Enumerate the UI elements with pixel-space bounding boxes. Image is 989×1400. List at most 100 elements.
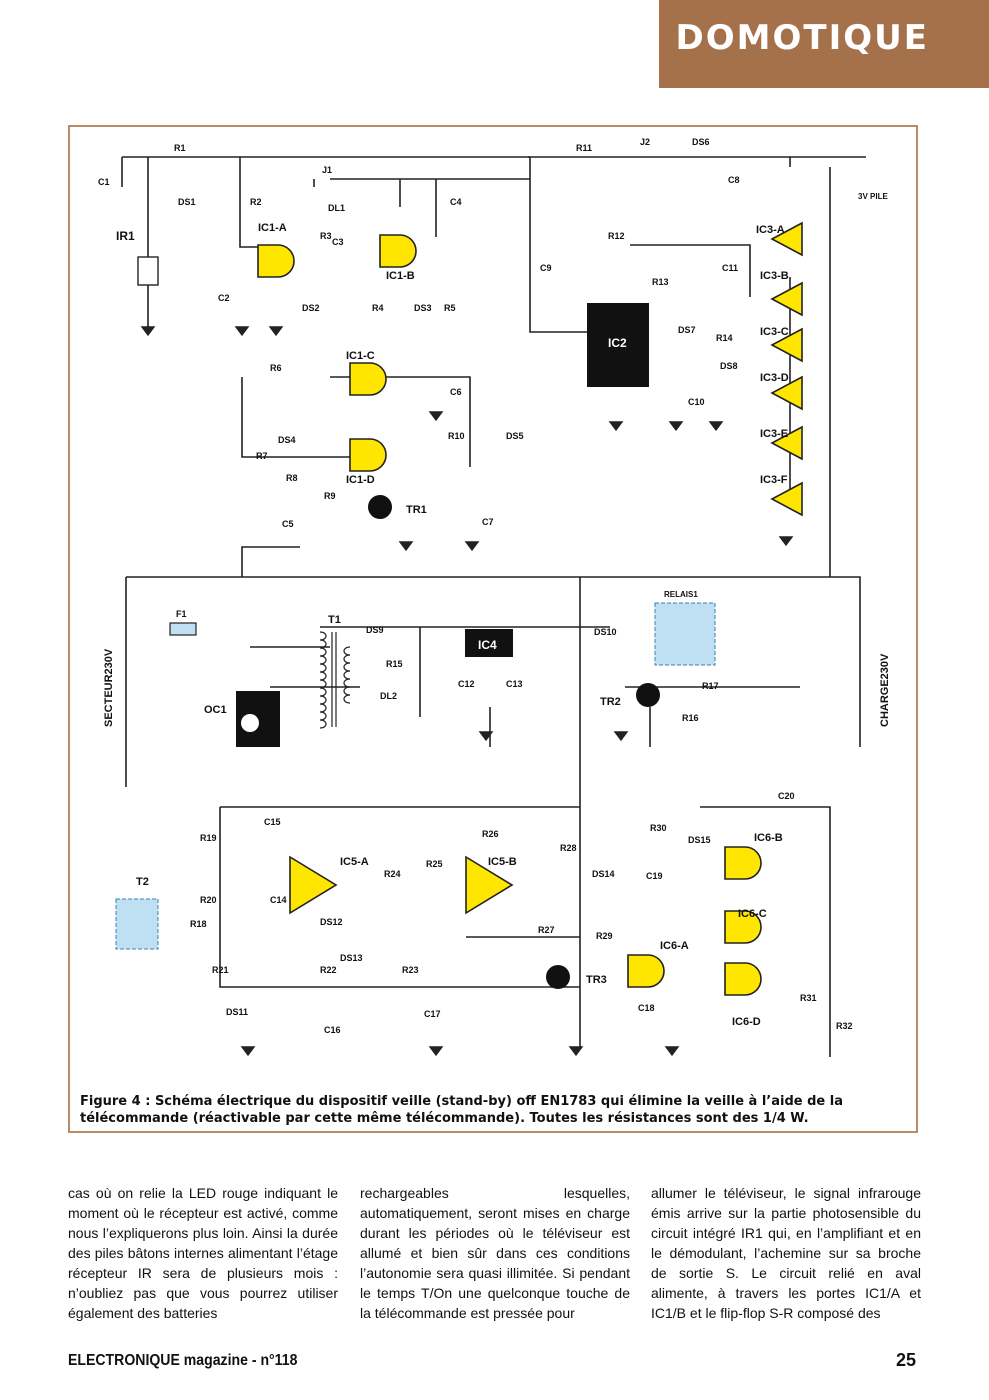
label-ds2: DS2	[302, 303, 320, 313]
label-ic2: IC2	[608, 336, 627, 350]
label-r10: R10	[448, 431, 465, 441]
label-ds11: DS11	[226, 1007, 248, 1017]
label-c6: C6	[450, 387, 462, 397]
label-ic1a: IC1-A	[258, 222, 287, 234]
label-r6: R6	[270, 363, 282, 373]
label-r32: R32	[836, 1021, 853, 1031]
label-c14: C14	[270, 895, 287, 905]
label-r16: R16	[682, 713, 699, 723]
label-c9: C9	[540, 263, 552, 273]
label-ds9: DS9	[366, 625, 384, 635]
label-pile: 3V PILE	[858, 192, 888, 201]
label-c16: C16	[324, 1025, 341, 1035]
label-r3: R3	[320, 231, 332, 241]
label-ds15: DS15	[688, 835, 711, 845]
label-ic3c: IC3-C	[760, 326, 789, 338]
body-column-2: rechargeables lesquelles, automatiquemen…	[360, 1185, 630, 1321]
section-title: DOMOTIQUE	[675, 18, 929, 58]
label-secteur: SECTEUR230V	[103, 648, 115, 727]
label-c11: C11	[722, 263, 738, 273]
label-tr1: TR1	[406, 504, 427, 516]
schematic-diagram: IR1 IC1-A IC1-B IC1-C IC1-D IC2 IC3-A IC…	[98, 137, 891, 1057]
label-r1: R1	[174, 143, 186, 153]
label-j2: J2	[640, 137, 650, 147]
label-ic6d: IC6-D	[732, 1016, 761, 1028]
label-ds6: DS6	[692, 137, 710, 147]
label-r28: R28	[560, 843, 577, 853]
label-r26: R26	[482, 829, 499, 839]
label-r5: R5	[444, 303, 456, 313]
label-r31: R31	[800, 993, 817, 1003]
label-ds12: DS12	[320, 917, 343, 927]
label-j1: J1	[322, 165, 332, 175]
label-ic3b: IC3-B	[760, 270, 789, 282]
label-c3: C3	[332, 237, 344, 247]
label-r29: R29	[596, 931, 613, 941]
label-ic1b: IC1-B	[386, 270, 415, 282]
label-c8: C8	[728, 175, 740, 185]
label-ds3: DS3	[414, 303, 432, 313]
label-charge: CHARGE230V	[879, 653, 891, 727]
label-r4: R4	[372, 303, 384, 313]
label-ic4: IC4	[478, 638, 497, 652]
label-r14: R14	[716, 333, 733, 343]
label-r20: R20	[200, 895, 217, 905]
label-tr3: TR3	[586, 974, 607, 986]
figure-caption: Figure 4 : Schéma électrique du disposit…	[80, 1094, 843, 1126]
label-c13: C13	[506, 679, 523, 689]
label-ic6a: IC6-A	[660, 940, 689, 952]
label-c1: C1	[98, 177, 110, 187]
label-r19: R19	[200, 833, 217, 843]
label-c12: C12	[458, 679, 475, 689]
label-r7: R7	[256, 451, 268, 461]
label-f1: F1	[176, 609, 187, 619]
label-r30: R30	[650, 823, 667, 833]
label-dl1: DL1	[328, 203, 345, 213]
label-t2: T2	[136, 876, 149, 888]
label-r15: R15	[386, 659, 403, 669]
label-r25: R25	[426, 859, 443, 869]
label-ic3d: IC3-D	[760, 372, 789, 384]
label-ir1: IR1	[116, 229, 135, 243]
label-ic3a: IC3-A	[756, 224, 785, 236]
label-t1: T1	[328, 614, 341, 626]
label-ds10: DS10	[594, 627, 617, 637]
label-ds5: DS5	[506, 431, 524, 441]
body-column-1: cas où on relie la LED rouge indiquant l…	[68, 1185, 338, 1321]
label-c4: C4	[450, 197, 462, 207]
label-r2: R2	[250, 197, 262, 207]
label-r8: R8	[286, 473, 298, 483]
label-c15: C15	[264, 817, 281, 827]
label-ds1: DS1	[178, 197, 196, 207]
label-r13: R13	[652, 277, 669, 287]
label-ic1c: IC1-C	[346, 350, 375, 362]
label-ic1d: IC1-D	[346, 474, 375, 486]
body-column-3: allumer le téléviseur, le signal infraro…	[651, 1185, 921, 1321]
label-oc1: OC1	[204, 704, 227, 716]
label-r27: R27	[538, 925, 555, 935]
label-c19: C19	[646, 871, 663, 881]
label-ic6b: IC6-B	[754, 832, 783, 844]
label-ds4: DS4	[278, 435, 296, 445]
label-ic3f: IC3-F	[760, 474, 788, 486]
label-r22: R22	[320, 965, 337, 975]
footer-magazine: ELECTRONIQUE magazine - n°118	[68, 1352, 298, 1369]
label-ds14: DS14	[592, 869, 615, 879]
label-c7: C7	[482, 517, 494, 527]
label-ds8: DS8	[720, 361, 738, 371]
label-ds7: DS7	[678, 325, 696, 335]
label-r23: R23	[402, 965, 419, 975]
label-r11: R11	[576, 143, 592, 153]
label-r12: R12	[608, 231, 625, 241]
section-tag: DOMOTIQUE	[659, 0, 989, 88]
footer-page-number: 25	[896, 1350, 917, 1370]
label-ic5a: IC5-A	[340, 856, 369, 868]
label-c18: C18	[638, 1003, 655, 1013]
label-c5: C5	[282, 519, 294, 529]
label-tr2: TR2	[600, 696, 621, 708]
label-ic3e: IC3-E	[760, 428, 788, 440]
label-ic6c: IC6-C	[738, 908, 767, 920]
label-ic5b: IC5-B	[488, 856, 517, 868]
label-r18: R18	[190, 919, 207, 929]
label-c20: C20	[778, 791, 795, 801]
